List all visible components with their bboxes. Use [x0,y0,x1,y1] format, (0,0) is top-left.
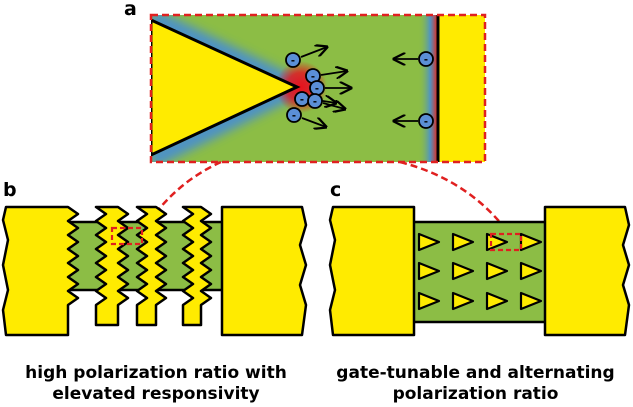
electron-icon: - [285,47,327,68]
metal-triangle [485,291,509,311]
caption-b: high polarization ratio with elevated re… [0,363,312,405]
zoom-box-outline [149,13,487,164]
panel-b-device [1,205,308,337]
triangle-array [417,232,543,311]
svg-text:-: - [313,97,317,108]
electron-icon: - [394,51,434,67]
caption-c: gate-tunable and alternating polarizatio… [318,363,633,405]
electron-icon: - [309,80,351,96]
caption-b-line2: elevated responsivity [52,384,260,404]
metal-electrode-left [328,205,416,337]
caption-c-line2: polarization ratio [392,384,559,404]
electron-group-edge: - - [394,51,434,129]
panel-c-device [328,205,631,337]
metal-triangle [451,291,475,311]
electron-icon: - [286,107,326,127]
panel-label-a: a [124,0,137,20]
svg-text:-: - [291,56,295,67]
metal-triangle [451,232,475,252]
electron-group-tip: - - - - - - [285,47,351,127]
metal-triangle [519,261,543,281]
zoom-region-c [489,232,523,252]
caption-c-line1: gate-tunable and alternating [336,363,615,383]
zoom-region-b [110,226,144,246]
metal-triangle [417,261,441,281]
metal-triangle [417,291,441,311]
metal-finger-strip [181,205,213,327]
electron-icon: - [307,93,345,109]
metal-triangle [151,18,301,157]
metal-triangle [417,232,441,252]
zoom-connector-c [399,160,512,236]
svg-text:-: - [292,111,296,122]
metal-triangle [519,291,543,311]
panel-label-c: c [330,179,341,201]
caption-b-line1: high polarization ratio with [25,363,287,383]
metal-finger-strip [94,205,130,327]
svg-text:-: - [311,72,315,83]
svg-text:-: - [424,55,428,66]
metal-electrode-right [438,15,485,162]
svg-text:-: - [300,95,304,106]
panel-label-b: b [3,179,17,201]
metal-electrode-right [543,205,631,337]
metal-electrode-left [1,205,80,337]
metal-triangle [451,261,475,281]
metal-triangle [485,261,509,281]
metal-finger-strip [135,205,168,327]
electron-icon: - [394,113,434,129]
svg-text:-: - [315,84,319,95]
metal-electrode-right [220,205,308,337]
panel-a-zoom [151,15,485,162]
metal-triangle [519,232,543,252]
svg-text:-: - [424,117,428,128]
